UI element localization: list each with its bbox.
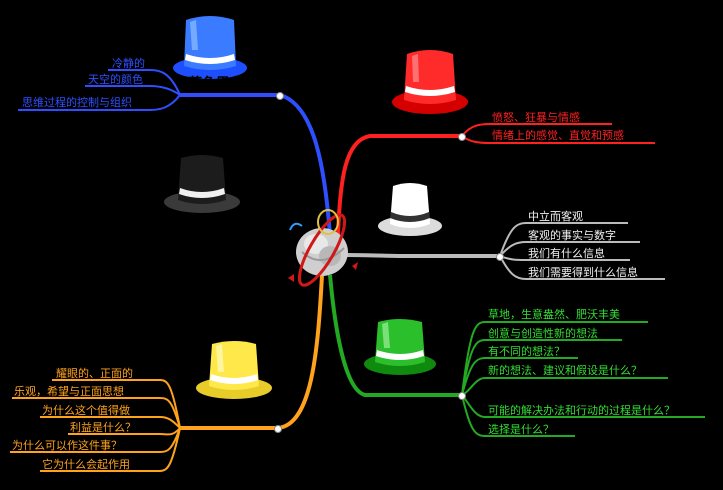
red-item: 愤怒、狂暴与情感	[492, 111, 580, 124]
blue-leaf-line-1	[108, 69, 181, 96]
yellow-item: 为什么可以作这件事？	[12, 439, 122, 452]
green-item: 新的想法、建议和假设是什么？	[488, 364, 642, 377]
green-leaf-line-1	[461, 321, 648, 396]
yellow-leaf-line-2	[12, 397, 181, 429]
white-leaf-line-2	[499, 241, 640, 257]
green-item: 草地，生意盎然、肥沃丰美	[488, 308, 620, 321]
green-leaf-line-4	[461, 377, 668, 396]
yellow-leaf-line-1	[52, 379, 181, 429]
white-item: 客观的事实与数字	[528, 229, 616, 242]
green-item: 可能的解决办法和行动的过程是什么？	[488, 404, 675, 417]
blue-hat-title: 蓝色思考帽	[188, 76, 258, 92]
white-hat-title: 白色思考帽	[409, 237, 479, 253]
yellow-branch-line	[180, 274, 324, 430]
blue-node-dot[interactable]	[276, 92, 284, 100]
blue-hat-icon	[173, 16, 247, 79]
yellow-item: 利益是什么？	[70, 421, 136, 434]
yellow-item: 乐观，希望与正面思想	[14, 385, 124, 398]
blue-leaf-line-2	[85, 85, 181, 96]
red-hat-title: 红色思考帽	[372, 117, 442, 133]
white-item: 中立而客观	[528, 210, 583, 223]
white-node-dot[interactable]	[496, 253, 504, 261]
yellow-leaf-line-3	[40, 416, 181, 429]
green-leaf-line-3	[461, 357, 578, 396]
blue-item: 冷静的	[112, 57, 145, 70]
white-hat-icon	[378, 183, 442, 236]
brain-swirl-icon	[288, 209, 358, 287]
red-node-dot[interactable]	[458, 133, 466, 141]
green-leaf-line-6	[461, 394, 575, 437]
green-item: 有不同的想法？	[488, 345, 565, 358]
yellow-hat-title: 黄色思考帽	[186, 408, 256, 424]
white-item: 我们需要得到什么信息	[528, 266, 638, 279]
yellow-item: 为什么这个值得做	[42, 404, 130, 417]
yellow-leaf-line-4	[68, 427, 181, 436]
green-branch-line	[328, 274, 462, 397]
red-hat-icon	[392, 50, 468, 114]
white-item: 我们有什么信息	[528, 247, 605, 260]
green-item: 选择是什么？	[488, 423, 554, 436]
blue-item: 天空的颜色	[88, 73, 143, 86]
yellow-node-dot[interactable]	[274, 425, 282, 433]
white-leaf-line-1	[499, 222, 628, 257]
green-leaf-line-2	[461, 339, 622, 396]
blue-leaf-line-3	[18, 94, 181, 111]
white-branch-line	[344, 253, 500, 258]
green-item: 创意与创造性新的想法	[488, 327, 598, 340]
yellow-hat-icon	[196, 341, 272, 399]
green-hat-icon	[364, 319, 436, 375]
blue-item: 思维过程的控制与组织	[22, 96, 132, 109]
yellow-item: 耀眼的、正面的	[56, 367, 133, 380]
black-hat-icon	[164, 155, 240, 213]
green-hat-title: 绿色思考帽	[365, 376, 435, 392]
red-item: 情绪上的感觉、直觉和预感	[492, 129, 624, 142]
white-leaf-line-4	[499, 255, 665, 280]
yellow-leaf-line-6	[40, 427, 181, 472]
green-node-dot[interactable]	[458, 392, 466, 400]
yellow-item: 它为什么会起作用	[42, 458, 130, 471]
